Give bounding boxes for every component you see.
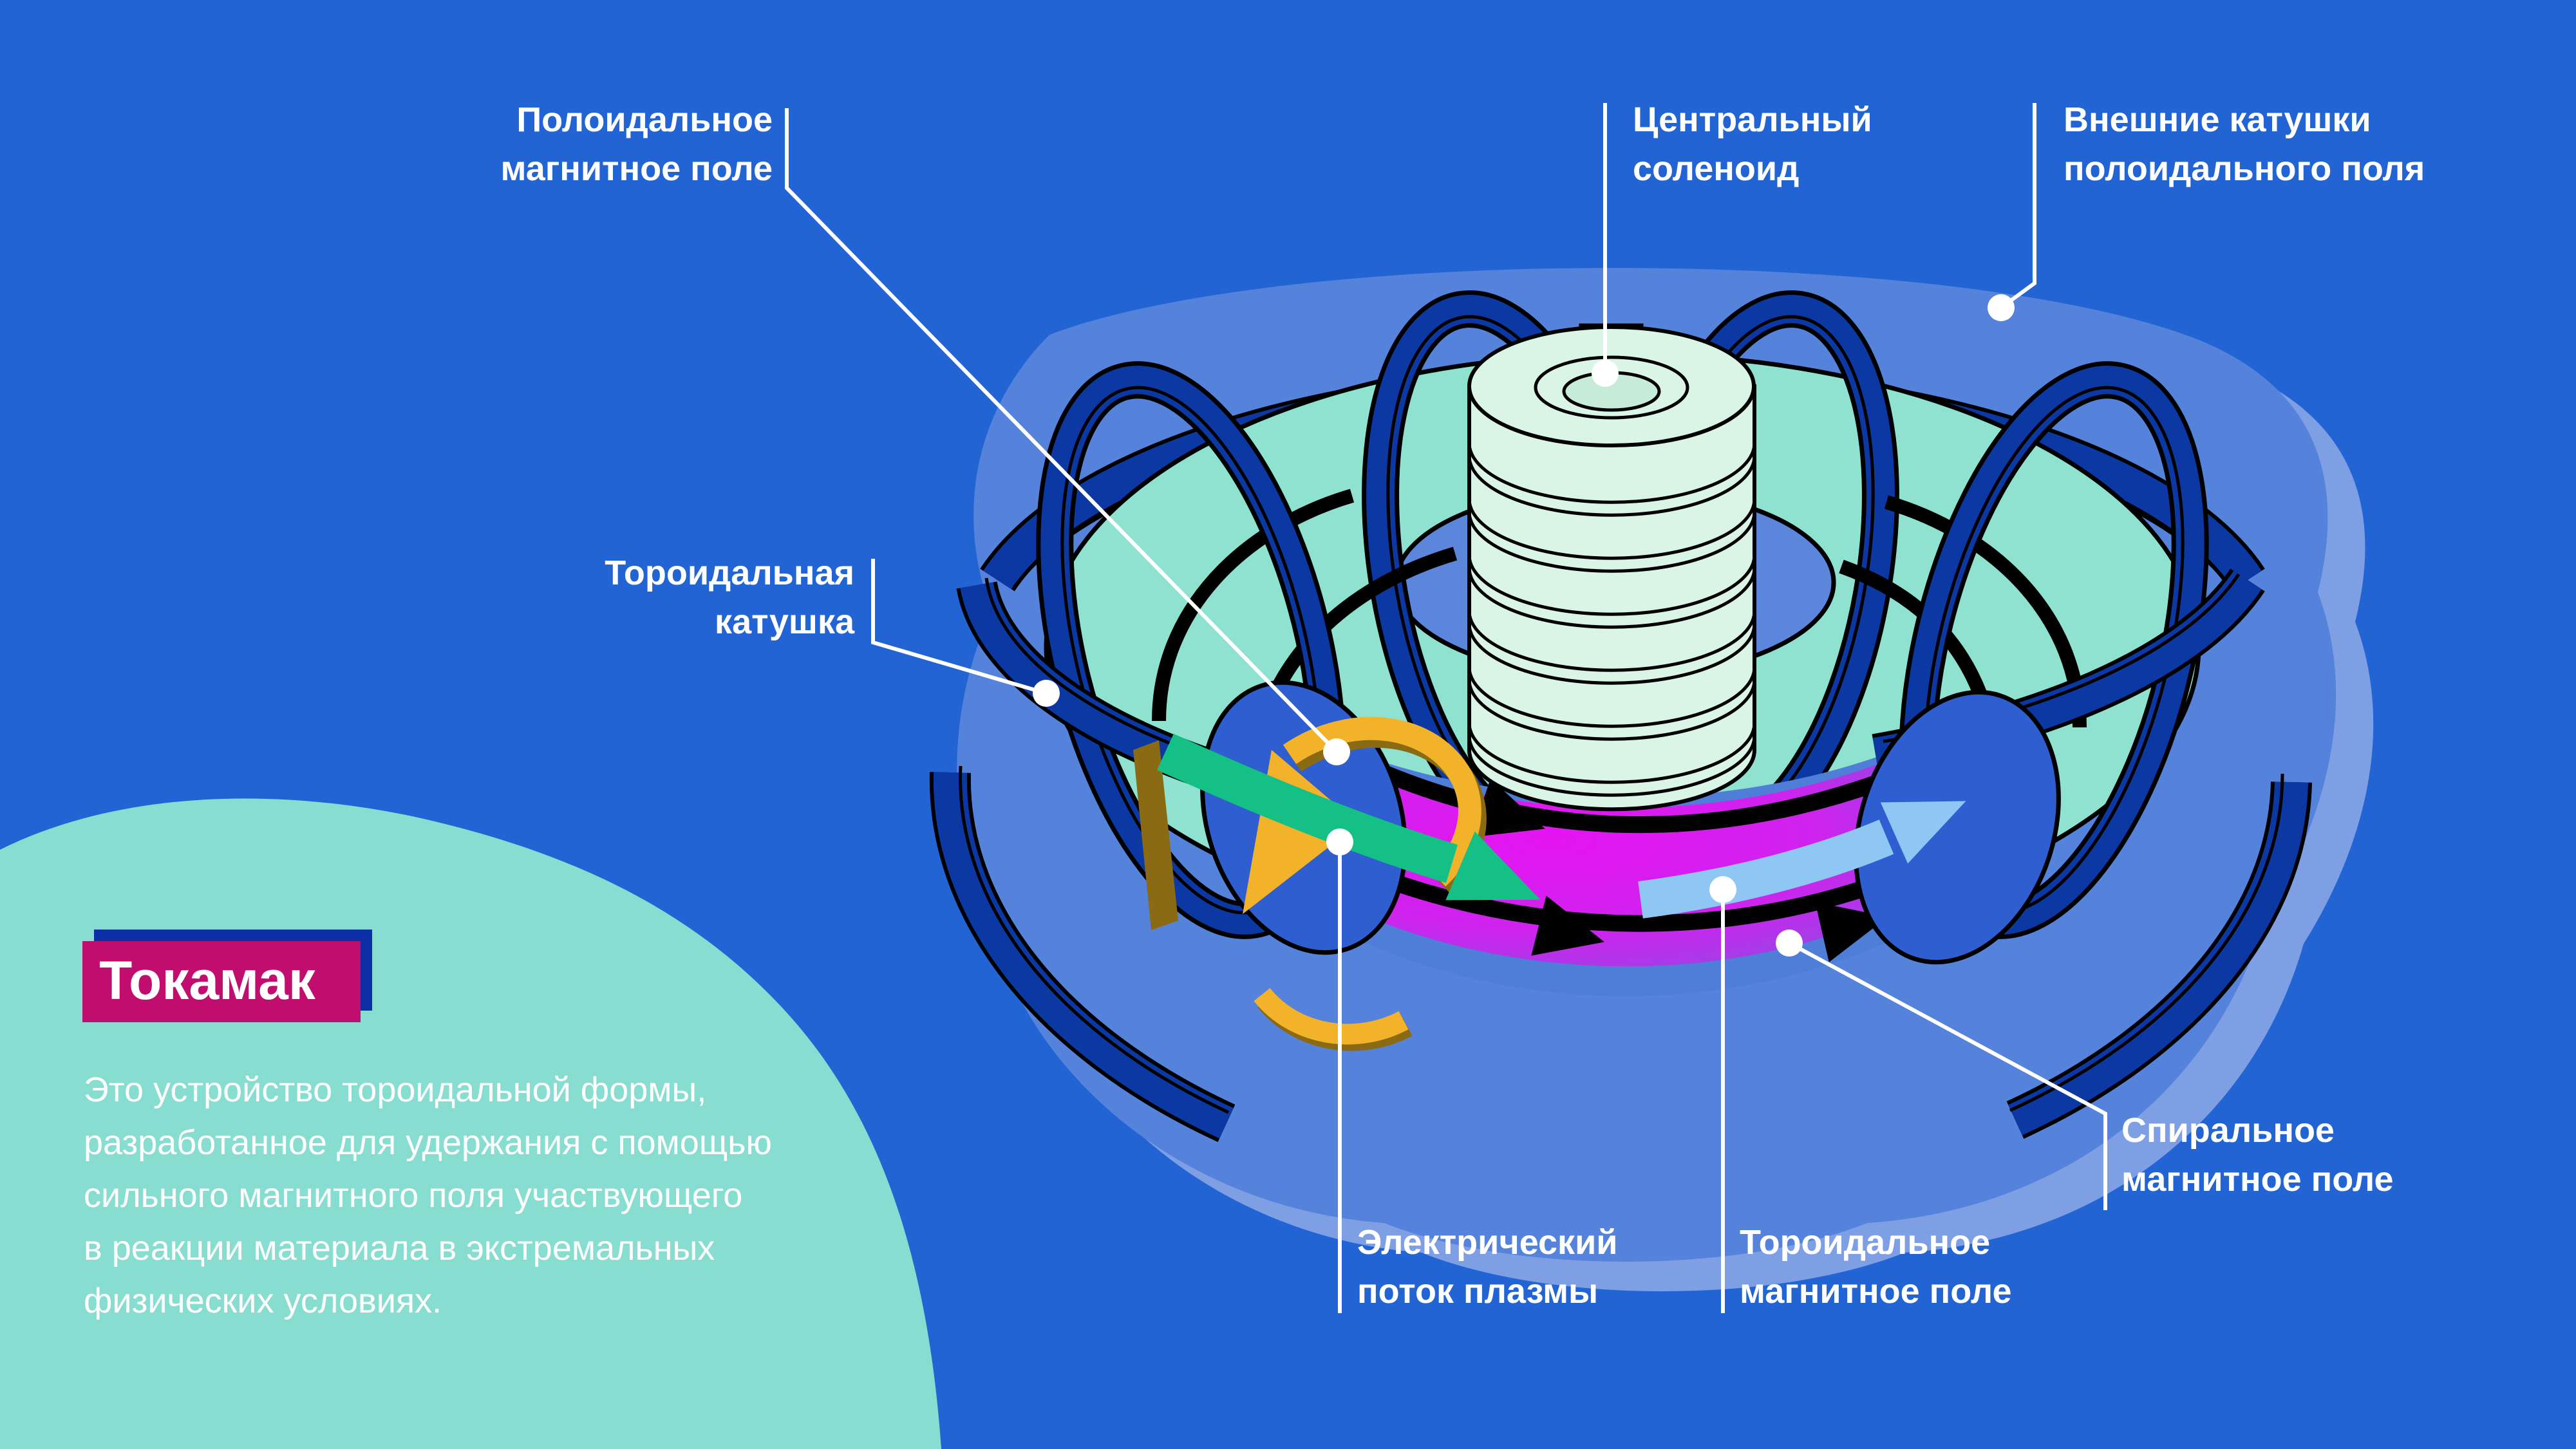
callout-toroidal-coil [871, 559, 1047, 695]
central-solenoid [1467, 323, 1756, 812]
label-poloidal-field: Полоидальное магнитное поле [500, 100, 773, 188]
label-central-solenoid: Центральный соленоид [1633, 100, 1872, 188]
label-toroidal-coil: Тороидальная катушка [605, 554, 854, 641]
toroidal-field-arrow [1638, 801, 1966, 919]
label-helical-field: Спиральное магнитное поле [2121, 1111, 2394, 1199]
label-toroidal-field: Тороидальное магнитное поле [1740, 1223, 2012, 1311]
label-outer-coils: Внешние катушки полоидального поля [2064, 100, 2425, 188]
callout-helical-field [1788, 941, 2107, 1210]
label-plasma-current: Электрический поток плазмы [1357, 1223, 1618, 1311]
title-box [82, 941, 361, 1022]
callout-poloidal-field [785, 108, 1339, 754]
callouts [785, 103, 2107, 1313]
plasma-current-arrow [1157, 733, 1541, 901]
description-text: Это устройство тороидальной формы, разра… [84, 1070, 772, 1320]
callout-outer-coils [2000, 103, 2036, 310]
page-title: Токамак [99, 950, 315, 1011]
